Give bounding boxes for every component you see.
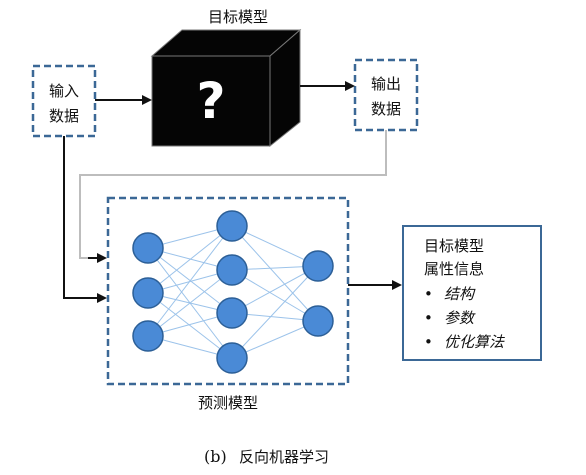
network-link <box>231 265 319 314</box>
network-link <box>231 265 319 359</box>
input-data-box: 输入 数据 <box>31 64 97 138</box>
bullet-icon: • <box>424 333 433 351</box>
caption-text: 反向机器学习 <box>239 448 329 466</box>
network-link <box>231 225 319 267</box>
attribute-item-structure: 结构 <box>444 285 476 303</box>
caption-tag: (b) <box>204 447 227 466</box>
network-link <box>147 269 233 337</box>
predict-model-label: 预测模型 <box>198 394 258 412</box>
network-node <box>216 210 248 242</box>
network-node <box>302 250 334 282</box>
output-data-box: 输出 数据 <box>353 58 419 132</box>
bullet-icon: • <box>424 285 433 303</box>
input-data-label-line2: 数据 <box>49 107 79 125</box>
attributes-title-line1: 目标模型 <box>424 237 484 255</box>
target-model-title: 目标模型 <box>208 8 268 26</box>
target-model: 目标模型 ? <box>150 8 302 148</box>
cube-front <box>151 55 271 147</box>
attributes-box: 目标模型 属性信息 • 结构 • 参数 • 优化算法 <box>402 225 542 361</box>
network-node <box>216 254 248 286</box>
network-link <box>231 225 319 322</box>
network-link <box>147 292 233 359</box>
attribute-item-parameters: 参数 <box>444 309 476 327</box>
question-mark-icon: ? <box>196 72 225 130</box>
output-data-label-line2: 数据 <box>371 100 401 118</box>
bullet-icon: • <box>424 309 433 327</box>
network-link <box>147 225 233 294</box>
network-link <box>231 269 319 322</box>
network-node <box>216 297 248 329</box>
attribute-item-optimizer: 优化算法 <box>444 333 505 351</box>
output-data-label-line1: 输出 <box>371 75 401 93</box>
caption: (b) 反向机器学习 <box>204 447 329 466</box>
network-node <box>216 342 248 374</box>
network-node <box>132 232 164 264</box>
input-data-label-line1: 输入 <box>49 82 79 100</box>
network-nodes <box>132 210 334 374</box>
line-input-to-predict <box>63 136 107 303</box>
network-node <box>132 320 164 352</box>
attributes-title-line2: 属性信息 <box>424 260 484 278</box>
network-node <box>302 305 334 337</box>
network-node <box>132 277 164 309</box>
network-link <box>147 225 233 337</box>
predict-model: 预测模型 <box>106 196 350 412</box>
arrows <box>63 81 402 303</box>
